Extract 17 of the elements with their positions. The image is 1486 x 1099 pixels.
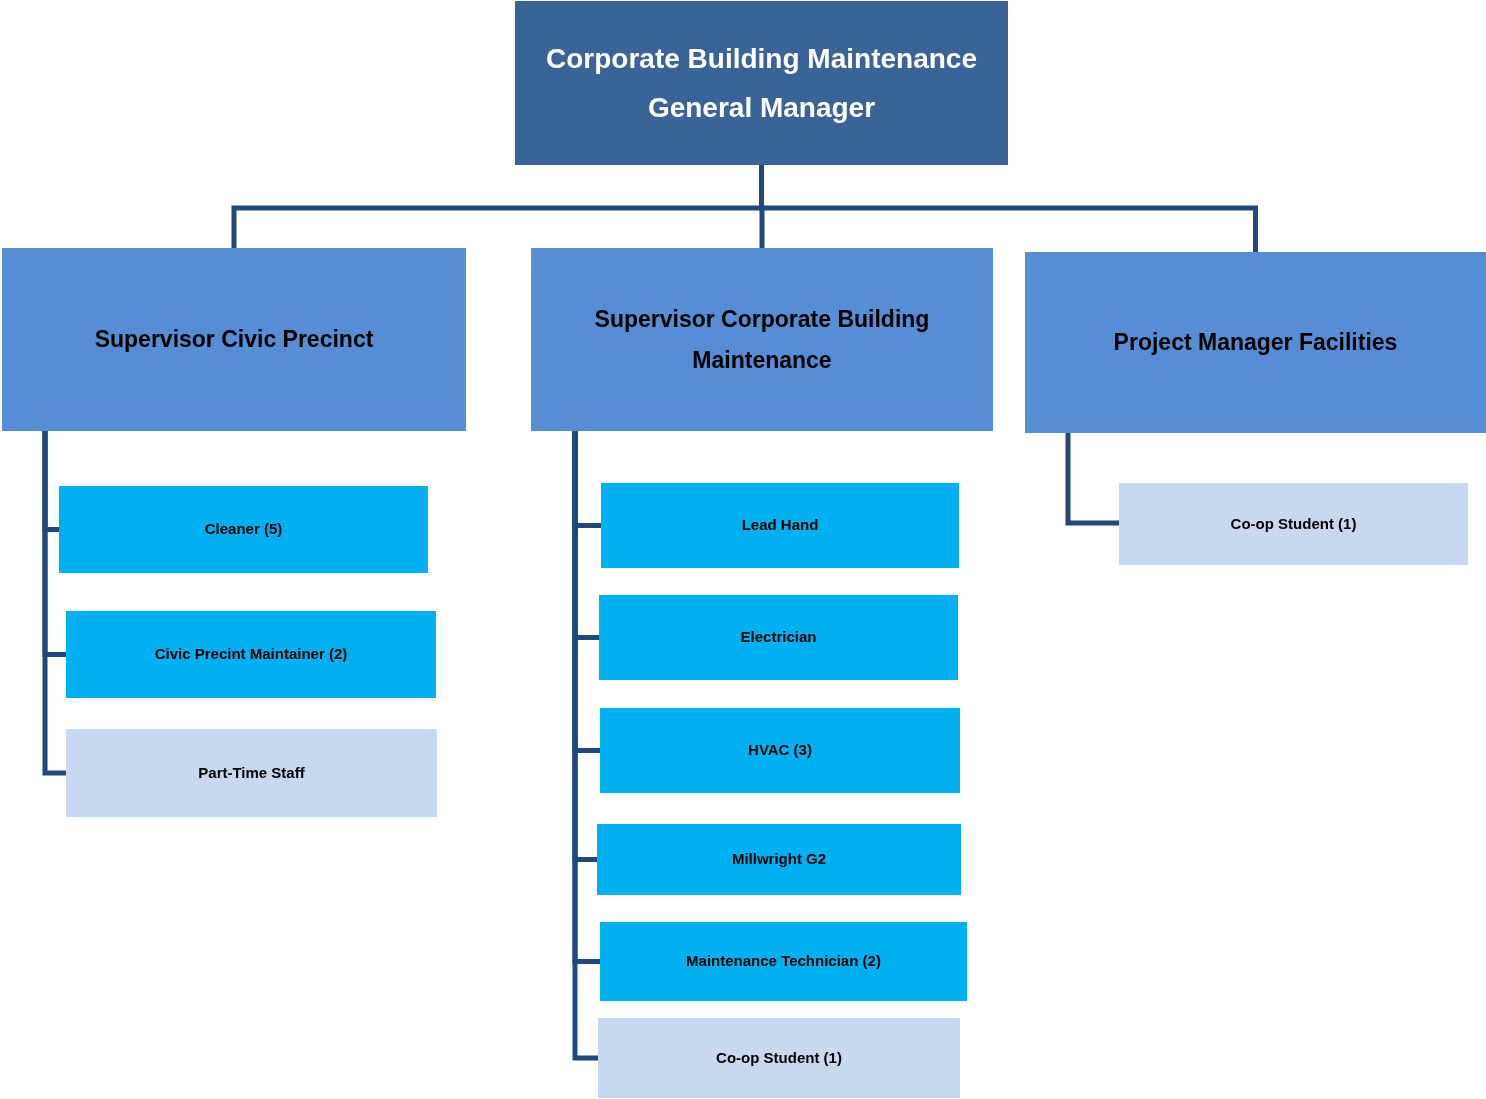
position-box: Electrician [599,595,958,680]
position-box: Lead Hand [601,483,959,568]
position-box: Part-Time Staff [66,729,437,817]
supervisor-box: Supervisor Civic Precinct [2,248,466,431]
manager-box: Corporate Building Maintenance General Manager [515,1,1008,165]
connector-line [759,165,1258,252]
position-box: HVAC (3) [600,708,960,793]
position-box: Maintenance Technician (2) [600,922,967,1001]
position-box: Co-op Student (1) [1119,483,1468,565]
position-box: Cleaner (5) [59,486,428,573]
supervisor-box: Supervisor Corporate Building Maintenance [531,248,993,431]
position-box: Civic Precint Maintainer (2) [66,611,436,698]
supervisor-box: Project Manager Facilities [1025,252,1486,433]
connector-line [42,431,66,776]
position-box: Millwright G2 [597,824,961,895]
position-box: Co-op Student (1) [598,1018,960,1098]
connector-line [1065,433,1119,526]
